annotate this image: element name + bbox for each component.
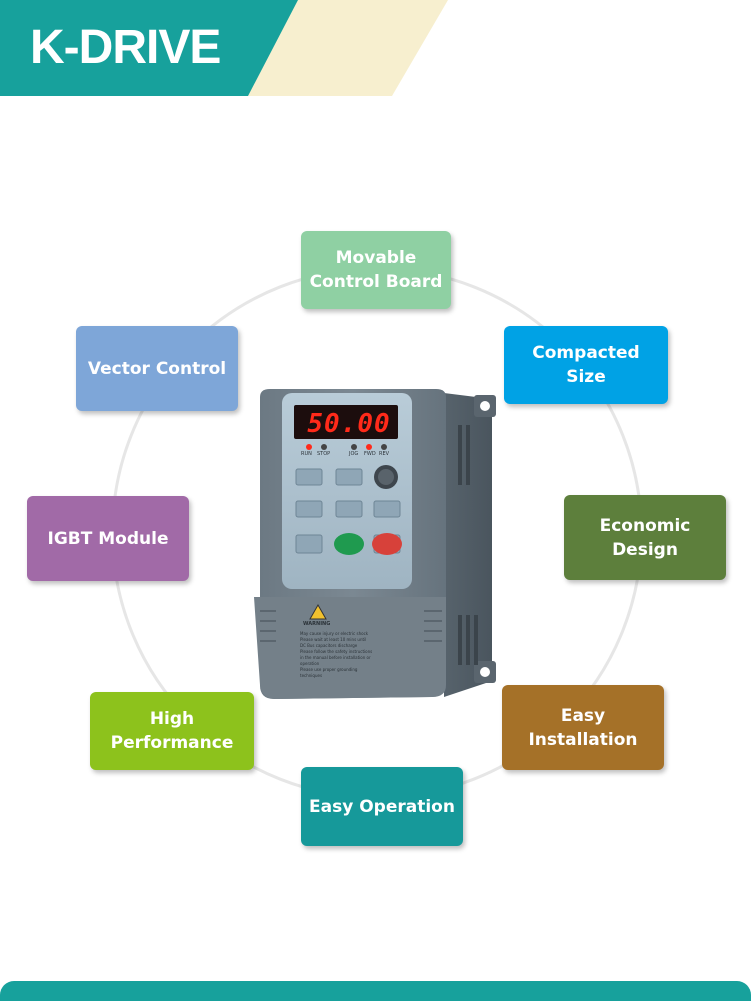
- warning-line: May cause injury or electric shock: [300, 631, 369, 636]
- feature-economic-design: Economic Design: [564, 495, 726, 580]
- indicator-fwd: FWD: [364, 451, 376, 457]
- warning-text: May cause injury or electric shock Pleas…: [300, 631, 410, 679]
- warning-line: Please follow the safety instructions: [300, 649, 373, 654]
- indicator-jog: JOG: [349, 451, 359, 457]
- feature-igbt-module: IGBT Module: [27, 496, 189, 581]
- feature-easy-operation: Easy Operation: [301, 767, 463, 846]
- feature-easy-installation: Easy Installation: [502, 685, 664, 770]
- warning-line: DC Bus capacitors discharge: [300, 643, 358, 648]
- feature-label: IGBT Module: [47, 528, 169, 549]
- indicator-stop: STOP: [317, 451, 331, 457]
- feature-label: Movable Control Board: [309, 248, 443, 292]
- feature-movable-control-board: Movable Control Board: [301, 231, 451, 309]
- feature-label: Easy Operation: [309, 796, 455, 817]
- feature-label: Economic Design: [599, 515, 691, 560]
- feature-label: Vector Control: [87, 358, 227, 379]
- header-teal-band: [0, 0, 298, 96]
- warning-line: operation: [300, 661, 320, 666]
- feature-compacted-size: Compacted Size: [504, 326, 668, 404]
- indicator-run: RUN: [301, 451, 312, 457]
- inverter-drive-image: [254, 389, 496, 699]
- display-readout: 50.00: [307, 409, 391, 439]
- feature-high-performance: High Performance: [90, 692, 254, 770]
- feature-vector-control: Vector Control: [76, 326, 238, 411]
- header-banner: [0, 0, 448, 96]
- warning-title: WARNING: [303, 621, 331, 627]
- warning-line: Please use proper grounding: [300, 667, 358, 672]
- feature-label: High Performance: [110, 709, 234, 753]
- footer-bar: [0, 981, 751, 1001]
- warning-line: techniques: [300, 673, 323, 678]
- warning-line: in the manual before installation or: [300, 655, 371, 660]
- feature-label: Easy Installation: [528, 705, 638, 750]
- indicator-rev: REV: [379, 451, 390, 457]
- feature-label: Compacted Size: [532, 343, 640, 387]
- warning-line: Please wait at least 10 mins until: [300, 637, 367, 642]
- brand-logo: K-DRIVE: [30, 21, 221, 74]
